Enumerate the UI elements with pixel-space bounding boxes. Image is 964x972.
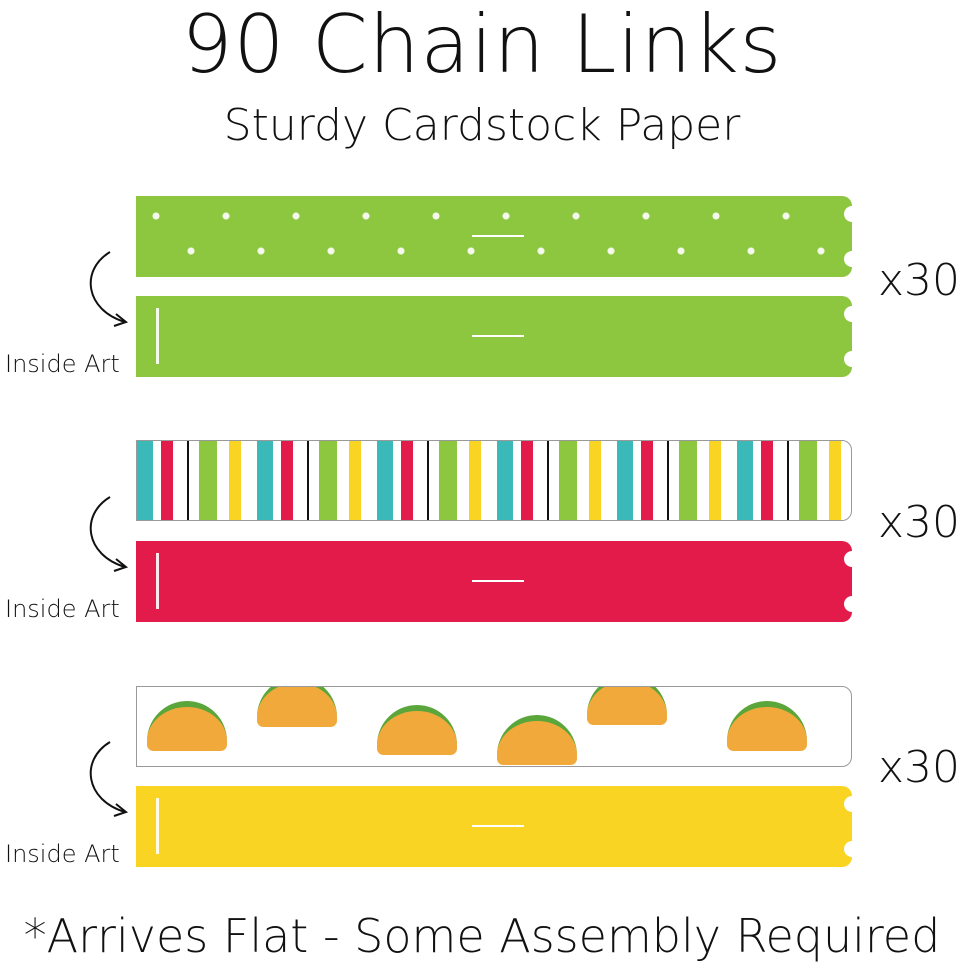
outer-strip-tacos xyxy=(136,686,852,767)
curved-arrow-icon xyxy=(89,251,129,327)
curved-arrow-icon xyxy=(89,741,129,817)
subtitle: Sturdy Cardstock Paper xyxy=(223,100,741,151)
quantity-label: x30 xyxy=(878,497,961,548)
title: 90 Chain Links xyxy=(181,0,783,91)
outer-strip-green xyxy=(136,196,852,277)
outer-strip-stripes xyxy=(136,440,852,521)
inside-art-label: Inside Art xyxy=(5,840,120,868)
footer-note: *Arrives Flat - Some Assembly Required xyxy=(23,909,941,963)
inside-art-label: Inside Art xyxy=(5,350,120,378)
inside-art-label: Inside Art xyxy=(5,595,120,623)
quantity-label: x30 xyxy=(878,255,961,306)
curved-arrow-icon xyxy=(89,496,129,572)
quantity-label: x30 xyxy=(878,742,961,793)
inside-strip-green xyxy=(136,296,852,377)
inside-strip-yellow xyxy=(136,786,852,867)
inside-strip-red xyxy=(136,541,852,622)
